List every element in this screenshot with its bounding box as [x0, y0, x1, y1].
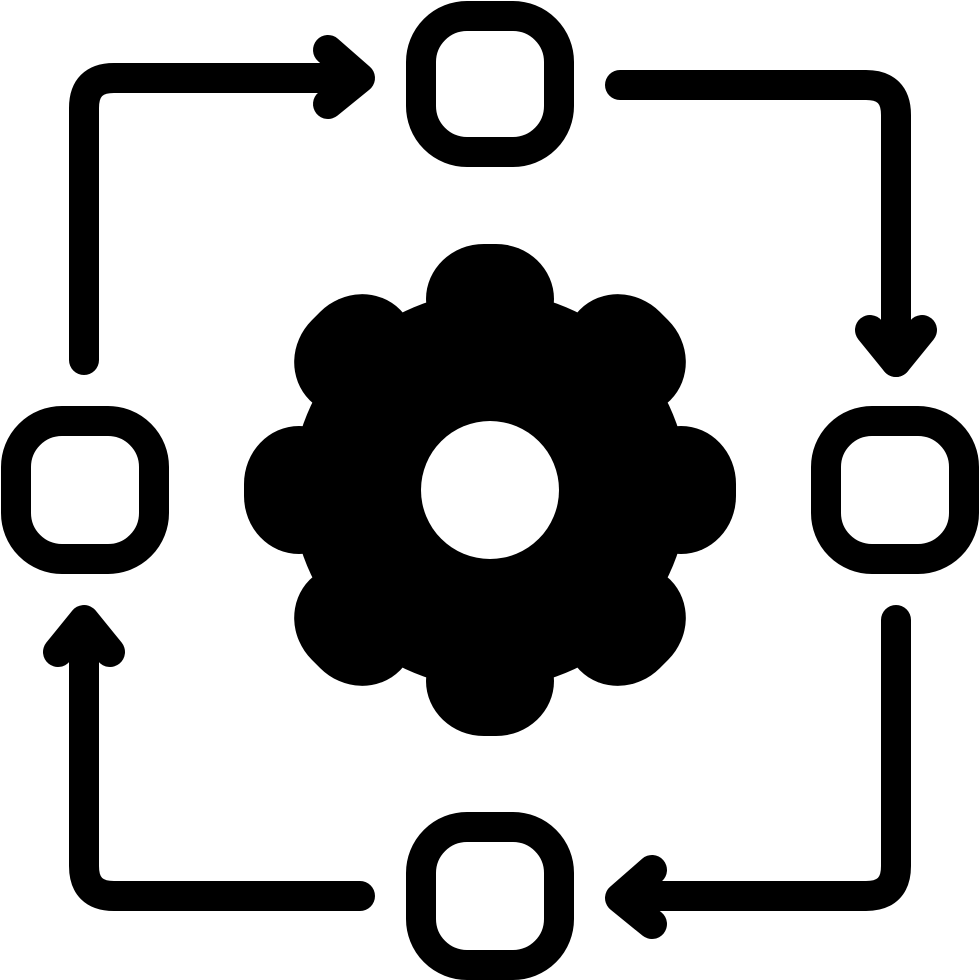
arrow-left-to-top: [69, 63, 371, 375]
arrow-right-to-bottom: [609, 605, 911, 911]
node-top: [406, 1, 574, 167]
arrowhead-up-icon: [43, 605, 125, 667]
gear-icon: [244, 244, 736, 736]
arrow-top-to-right: [605, 70, 911, 377]
arrowhead-left-icon: [605, 855, 667, 939]
node-bottom: [406, 812, 574, 980]
arrow-bottom-to-left: [69, 607, 375, 911]
arrowhead-down-icon: [855, 315, 937, 377]
node-left: [1, 406, 169, 574]
gear-hole: [421, 421, 559, 559]
arrowhead-right-icon: [313, 35, 375, 119]
node-right: [811, 406, 979, 574]
